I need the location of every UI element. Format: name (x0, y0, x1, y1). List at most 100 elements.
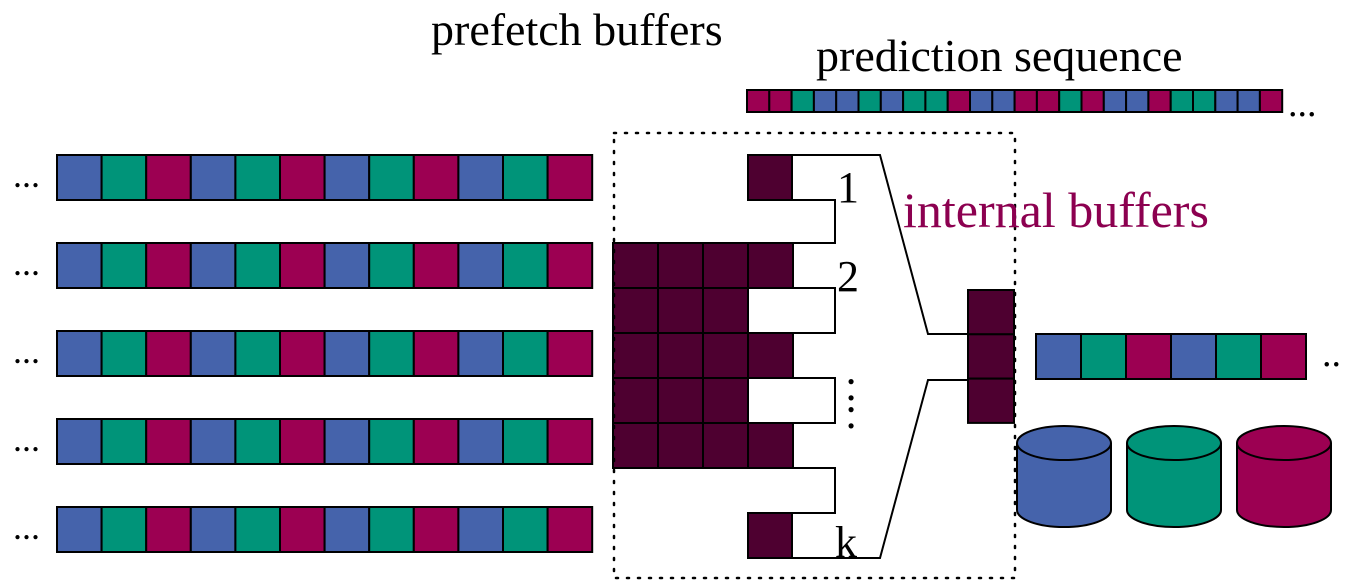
disks (1016, 425, 1332, 528)
prefetch-block (657, 242, 704, 289)
buffer-separator (792, 467, 836, 514)
input-block (145, 154, 192, 201)
prefetch-block (747, 332, 794, 379)
prediction-block (768, 89, 793, 113)
merge-funnel (792, 154, 968, 559)
prefetch-block (702, 242, 749, 289)
funnel-bottom-line (792, 379, 968, 559)
input-block (502, 418, 549, 465)
input-block (189, 418, 237, 465)
input-block (234, 154, 281, 201)
prediction-block (1258, 89, 1284, 113)
input-block (145, 330, 192, 377)
input-block (457, 330, 504, 377)
input-block (234, 506, 281, 553)
prefetch-block (747, 422, 794, 469)
input-block (546, 506, 594, 553)
input-block (100, 242, 148, 289)
prefetch-block (612, 422, 659, 469)
input-ellipsis: ... (13, 507, 40, 547)
input-block (145, 506, 192, 553)
input-block (368, 418, 415, 465)
prediction-block (1035, 89, 1061, 113)
input-block (457, 242, 504, 289)
input-block (189, 506, 237, 553)
input-ellipsis: ... (13, 155, 40, 195)
input-block (546, 418, 594, 465)
internal-buffer-block (967, 289, 1015, 336)
prediction-block (969, 89, 994, 113)
prefetch-block (747, 242, 794, 289)
input-block (145, 242, 192, 289)
buffer-separator (792, 199, 836, 244)
output-block (1260, 333, 1307, 380)
prediction-block (902, 89, 927, 113)
internal-buffers-title: internal buffers (903, 182, 1209, 238)
prefetch-buffers (612, 242, 794, 469)
disk-top (1236, 425, 1332, 461)
input-block (323, 506, 371, 553)
prefetch-block (612, 332, 659, 379)
buffer-separator (792, 377, 836, 424)
input-block (189, 330, 237, 377)
output-block (1080, 333, 1127, 380)
output-ellipsis: .. (1322, 333, 1341, 375)
input-ellipsis: ... (13, 243, 40, 283)
internal-buffers (967, 289, 1015, 424)
disk-body (1236, 443, 1332, 528)
input-block (502, 330, 549, 377)
disk-top (1126, 425, 1222, 461)
input-block (457, 506, 504, 553)
input-block (279, 154, 326, 201)
prediction-block (1125, 89, 1150, 113)
prefetch-block (612, 242, 659, 289)
prediction-sequence (746, 89, 1284, 113)
funnel-top-line (792, 154, 968, 335)
prefetch-buffers-title: prefetch buffers (431, 4, 723, 55)
input-block (502, 506, 549, 553)
output-block (1035, 333, 1082, 380)
disk-body (1126, 443, 1222, 528)
single-buffer-blocks (747, 154, 793, 559)
prediction-block (812, 89, 838, 113)
input-block (234, 330, 281, 377)
input-block (368, 506, 415, 553)
input-ellipsis: ... (13, 419, 40, 459)
output-block (1215, 333, 1262, 380)
input-block (502, 242, 549, 289)
input-block (56, 330, 103, 377)
output-block (1125, 333, 1172, 380)
input-block (546, 154, 594, 201)
prediction-block (924, 89, 949, 113)
buffer-separator (792, 287, 836, 334)
input-block (546, 242, 594, 289)
prediction-block (879, 89, 905, 113)
input-block (100, 506, 148, 553)
disk-top (1016, 425, 1112, 461)
input-block (234, 242, 281, 289)
input-block (56, 154, 103, 201)
prefetch-block (657, 287, 704, 334)
input-block (412, 242, 460, 289)
input-block (323, 242, 371, 289)
input-block (279, 242, 326, 289)
prediction-block (857, 89, 882, 113)
prefetch-block (702, 332, 749, 379)
internal-buffer-block (967, 333, 1015, 380)
input-block (56, 506, 103, 553)
input-block (323, 154, 371, 201)
prediction-block (1058, 89, 1083, 113)
input-block (189, 154, 237, 201)
input-block (457, 154, 504, 201)
input-block (279, 506, 326, 553)
prediction-block (1147, 89, 1172, 113)
prefetch-block (657, 422, 704, 469)
input-block (234, 418, 281, 465)
input-block (189, 242, 237, 289)
output-run (1035, 333, 1307, 380)
input-runs (56, 154, 594, 553)
prediction-sequence-title: prediction sequence (816, 30, 1183, 81)
input-ellipsis: ... (13, 331, 40, 371)
input-block (412, 418, 460, 465)
